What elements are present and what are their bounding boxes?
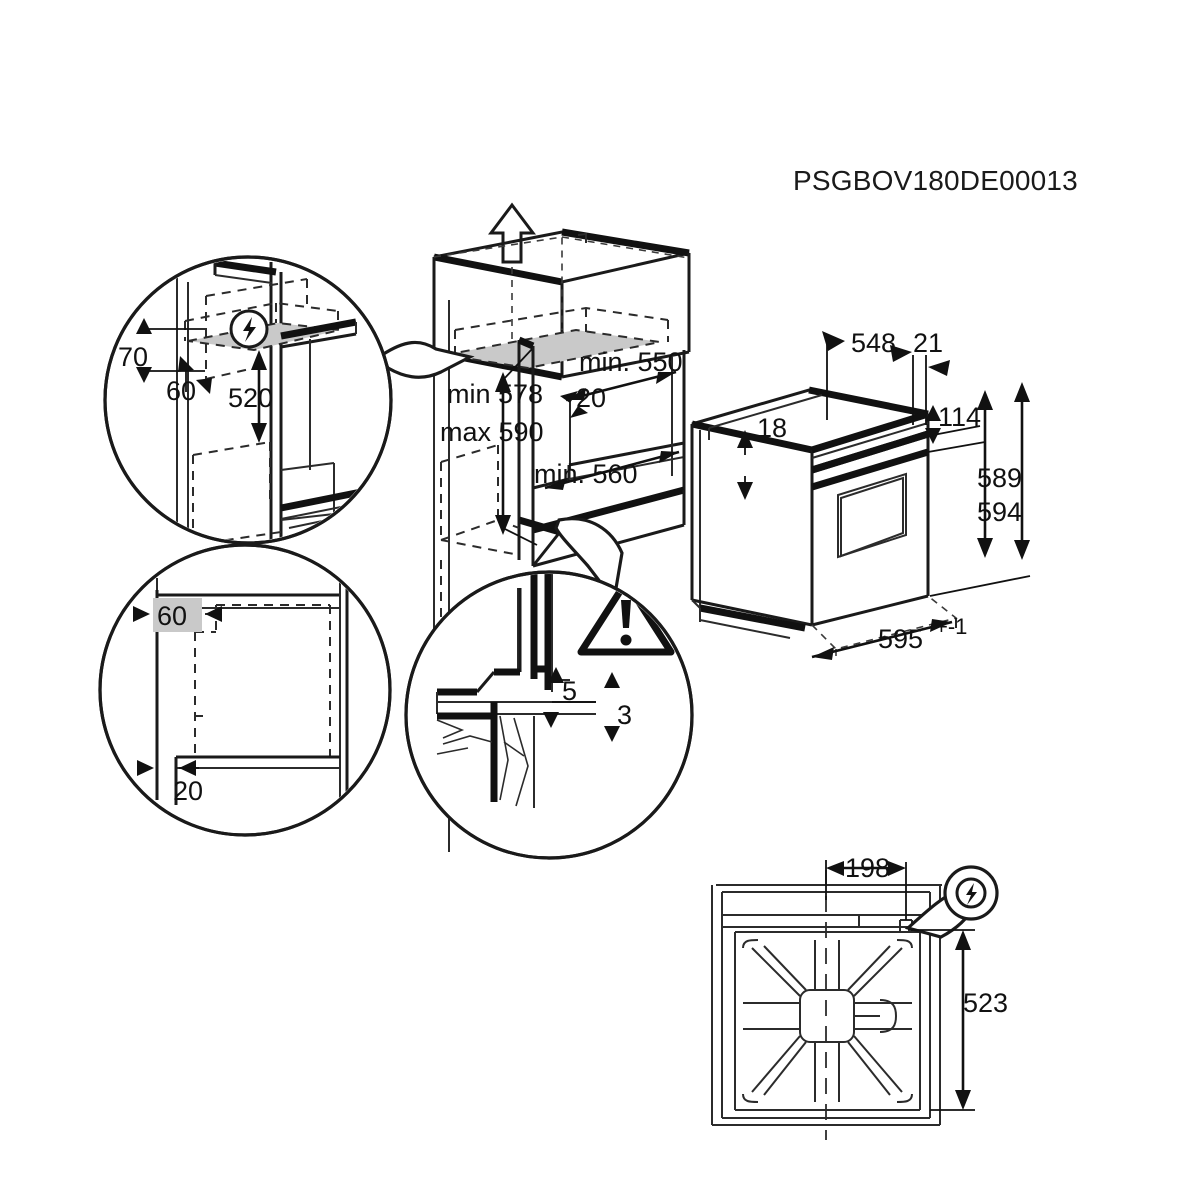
dimension-523: 523 — [908, 929, 1008, 1111]
lightning-bolt-icon-rear — [904, 865, 999, 939]
dimension-label-523: 523 — [963, 988, 1008, 1018]
dimension-548: 548 — [822, 328, 896, 420]
cabinet-side-clearance-detail: 60 20 — [98, 543, 392, 837]
dimension-label-min-550: min. 550 — [579, 347, 683, 377]
dimension-595: 595 +-1 — [811, 614, 967, 660]
dimension-198: 198 — [825, 853, 907, 920]
dimension-label-60-detail: 60 — [166, 376, 196, 406]
dimension-height-578-590: min 578 max 590 — [440, 348, 544, 546]
dimension-label-min-578: min 578 — [447, 379, 543, 409]
dimension-70: 70 — [118, 318, 205, 383]
dimension-label-198: 198 — [845, 853, 890, 883]
dimension-21: 21 — [890, 328, 950, 425]
dimension-60-detail: 60 — [166, 356, 212, 406]
dimension-label-3: 3 — [617, 700, 632, 730]
drawing-code-label: PSGBOV180DE00013 — [793, 165, 1078, 196]
lightning-bolt-icon — [229, 309, 269, 349]
dimension-label-520: 520 — [228, 383, 273, 413]
dimension-label-20-cabinet: 20 — [576, 383, 606, 413]
dimension-20-cabinet: 20 — [560, 383, 606, 470]
warning-triangle-icon — [577, 578, 675, 656]
oven-appliance-diagram: 548 21 18 114 — [690, 328, 1031, 660]
dimension-20-detail: 20 — [137, 760, 203, 806]
dimension-tolerance-595: +-1 — [935, 614, 967, 639]
dimension-label-114: 114 — [938, 402, 981, 432]
dimension-5: 5 — [548, 667, 596, 706]
dimension-label-60-highlight: 60 — [157, 601, 187, 631]
electrical-zone-shading — [445, 330, 660, 368]
up-arrow-icon — [488, 202, 536, 264]
dimension-3: 3 — [543, 672, 632, 742]
dimension-594: 594 — [929, 382, 1031, 597]
dimension-label-20-detail: 20 — [173, 776, 203, 806]
dimension-label-5: 5 — [562, 676, 577, 706]
dimension-label-21: 21 — [913, 328, 943, 358]
worktop-edge-detail: 5 3 — [404, 517, 694, 860]
dimension-60-highlight: 60 — [133, 598, 222, 632]
dimension-label-min-560: min. 560 — [534, 459, 638, 489]
dimension-label-594: 594 — [977, 497, 1022, 527]
dimension-label-18: 18 — [757, 413, 787, 443]
dimension-label-70: 70 — [118, 342, 148, 372]
dimension-min-560: min. 560 — [534, 450, 680, 490]
dimension-label-595: 595 — [878, 624, 923, 654]
dimension-label-548: 548 — [851, 328, 896, 358]
dimension-label-589: 589 — [977, 463, 1022, 493]
dimension-18: 18 — [737, 413, 787, 500]
electrical-connection-zone-detail: 70 60 520 — [103, 255, 475, 545]
dimension-114: 114 — [925, 402, 986, 453]
dimension-label-max-590: max 590 — [440, 417, 544, 447]
oven-rear-top-view: 198 523 — [711, 853, 1008, 1140]
dimension-589: 589 — [977, 390, 1022, 558]
fan-cover-pattern — [742, 939, 913, 1103]
dimension-520: 520 — [228, 350, 273, 443]
